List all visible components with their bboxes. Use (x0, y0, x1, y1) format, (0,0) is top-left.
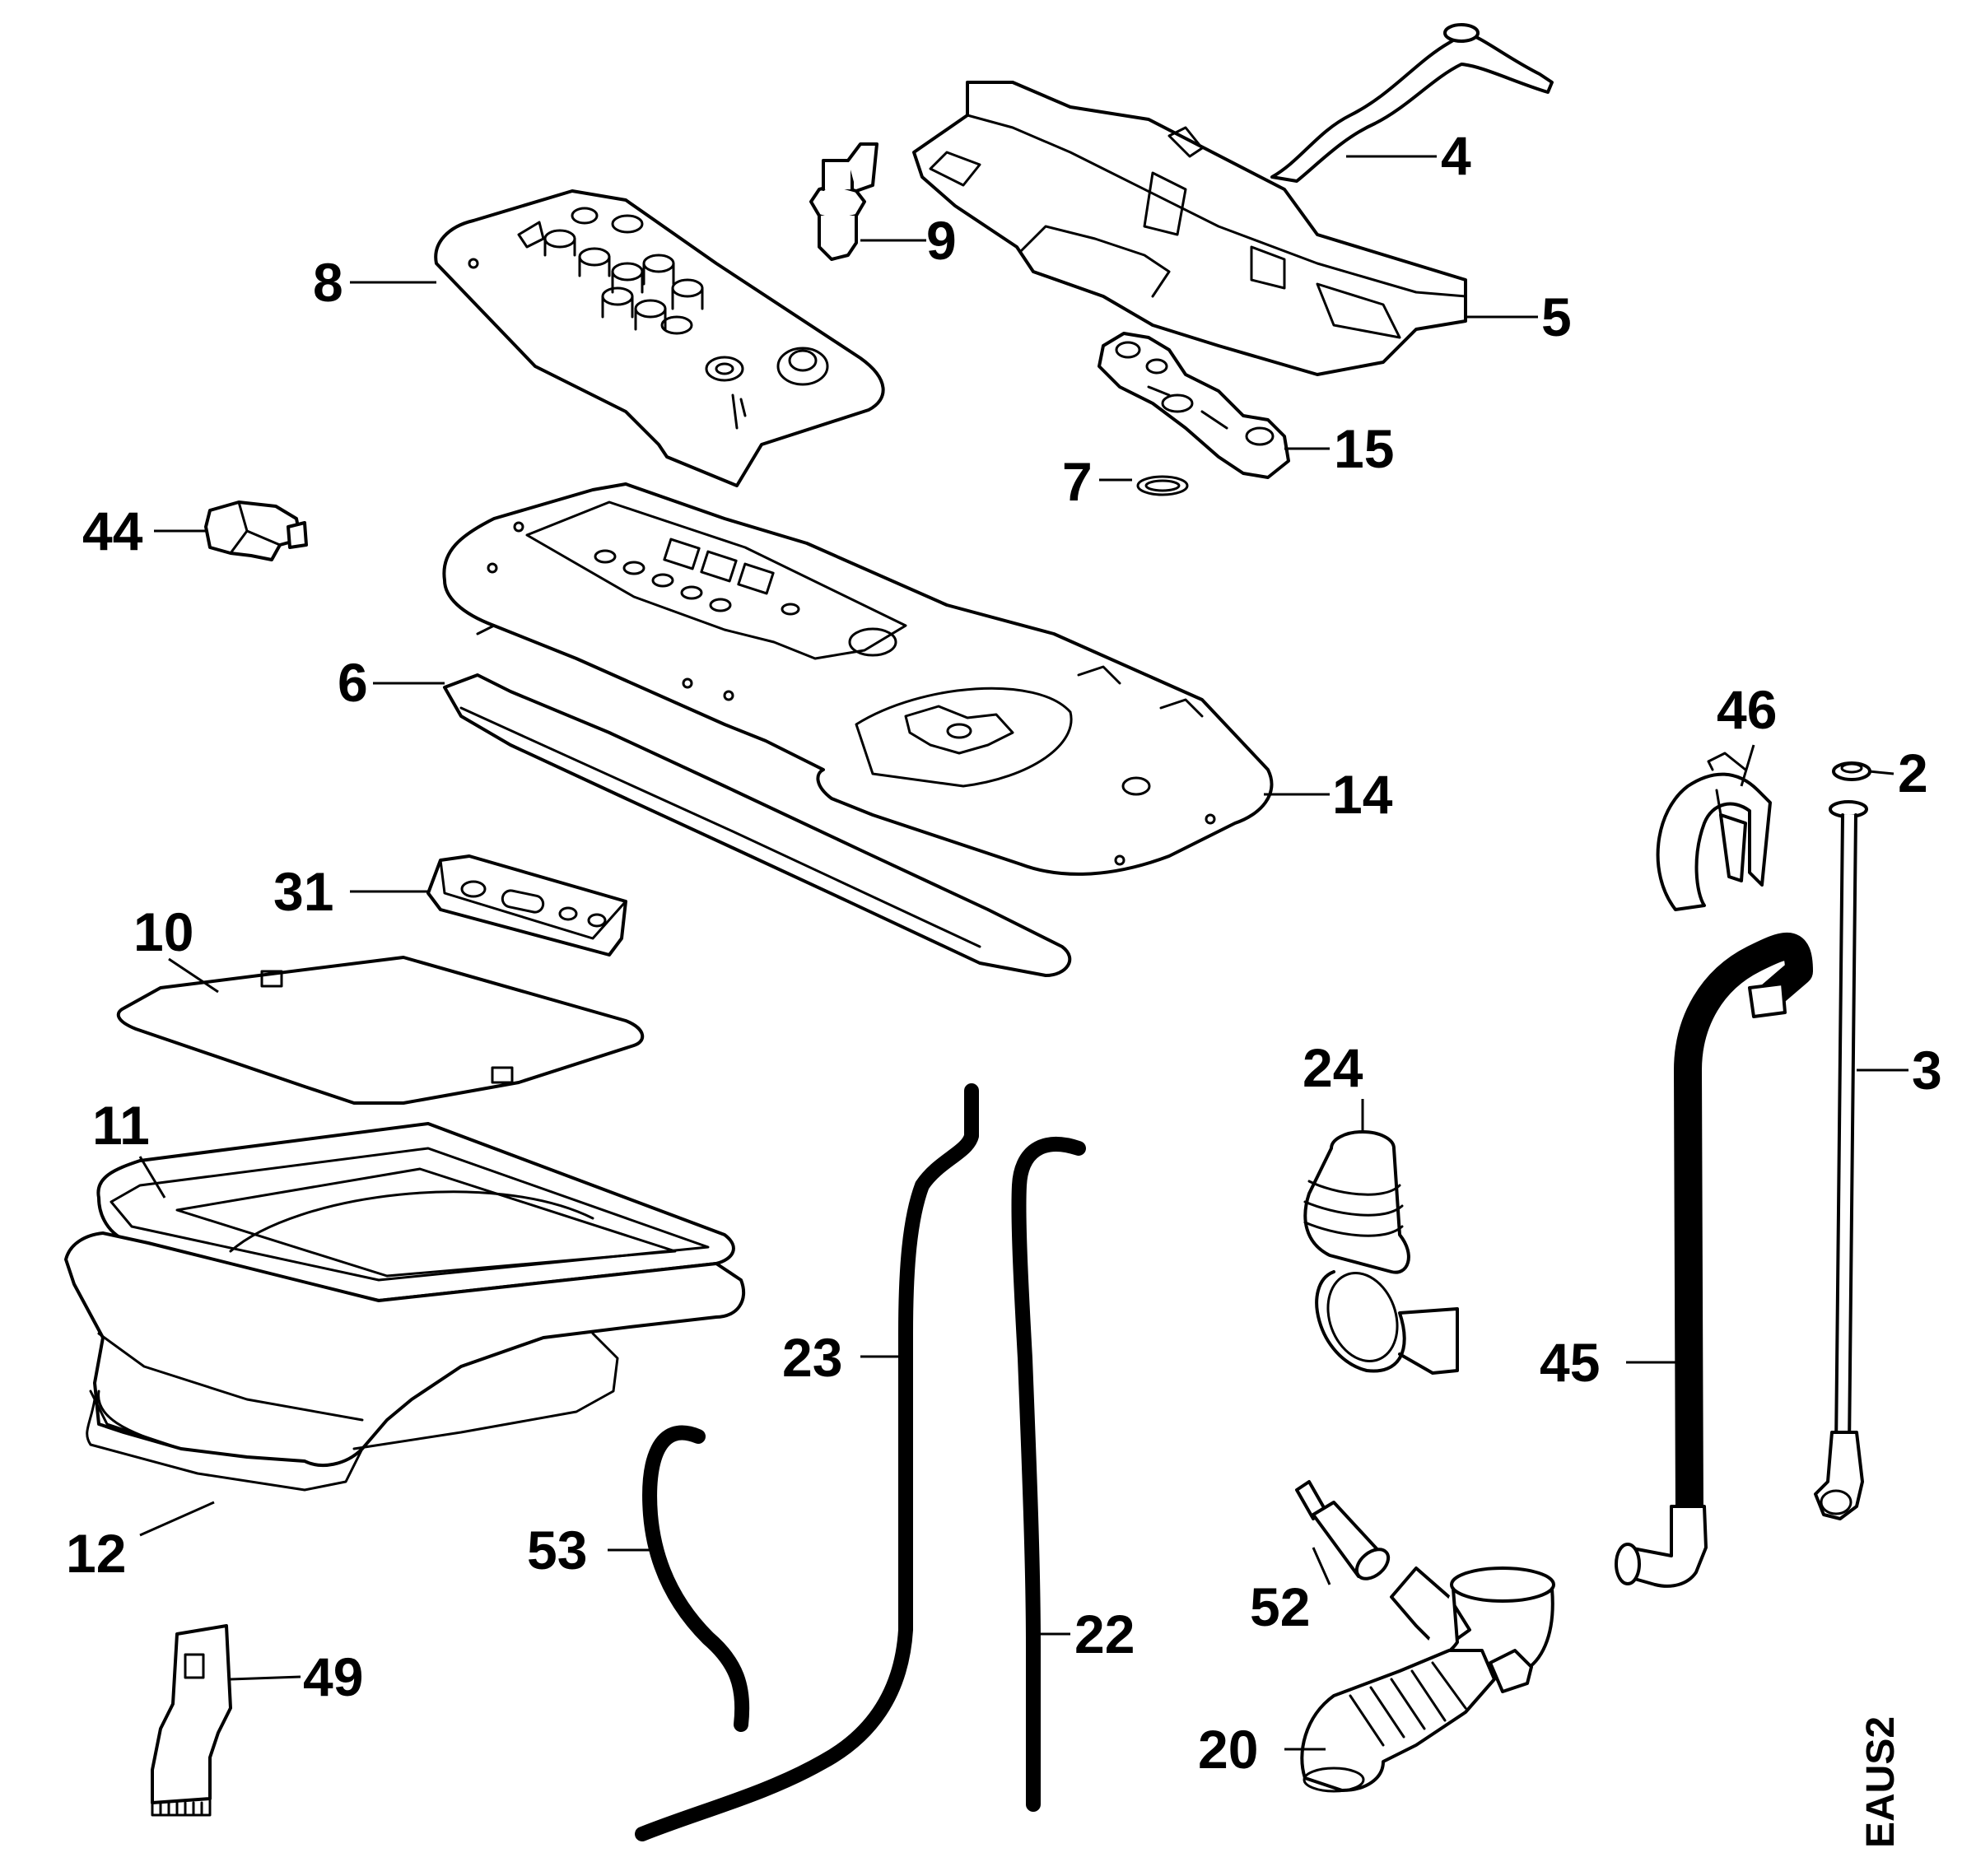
part-52-connector (1295, 1480, 1391, 1580)
callout-5: 5 (1541, 286, 1572, 347)
part-20-sump-hose (1300, 1566, 1555, 1793)
callout-46: 46 (1717, 679, 1777, 740)
callout-15: 15 (1334, 418, 1394, 479)
part-7-o-ring (1136, 475, 1189, 496)
callout-45: 45 (1540, 1332, 1600, 1393)
part-8-control-panel (434, 189, 885, 487)
callout-23: 23 (782, 1327, 842, 1388)
callout-49: 49 (303, 1646, 363, 1707)
callout-2: 2 (1898, 742, 1928, 803)
callout-6: 6 (338, 652, 368, 713)
callout-8: 8 (313, 252, 343, 313)
part-45-drain-hose (1615, 932, 1813, 1588)
callout-11: 11 (92, 1095, 150, 1156)
part-24-elbow (1303, 1130, 1459, 1375)
part-49-brush (151, 1624, 232, 1817)
part-2-cap (1832, 761, 1871, 781)
part-31-switch-block (426, 854, 627, 957)
callout-20: 20 (1198, 1719, 1258, 1780)
callout-44: 44 (82, 500, 143, 561)
part-46-hose-guide (1656, 752, 1772, 911)
part-11-seal-ring (96, 1122, 735, 1302)
callout-10: 10 (133, 901, 193, 962)
part-9-knob (809, 142, 878, 261)
callout-9: 9 (926, 210, 957, 271)
part-44-clip (204, 500, 308, 561)
callout-14: 14 (1332, 764, 1393, 825)
callout-31: 31 (273, 861, 333, 922)
part-6-strip (443, 673, 1072, 977)
callout-12: 12 (66, 1523, 126, 1584)
part-4-lever (1270, 23, 1554, 183)
callout-7: 7 (1062, 451, 1093, 512)
callout-labels: 8 9 4 5 15 7 44 6 14 31 10 11 12 23 53 2… (66, 125, 1942, 1780)
part-12-tub (64, 1231, 746, 1492)
part-5-dispenser-housing (912, 81, 1467, 376)
part-23-hose (635, 1083, 979, 1841)
callout-4: 4 (1441, 125, 1471, 186)
callout-52: 52 (1250, 1576, 1310, 1637)
part-3-rod (1814, 800, 1868, 1520)
part-53-hose (642, 1425, 750, 1732)
part-22-hose (1011, 1137, 1086, 1812)
leader-lines (138, 155, 1908, 1751)
callout-3: 3 (1912, 1040, 1942, 1101)
part-10-lid-panel (116, 956, 645, 1105)
part-15-bracket (1098, 332, 1290, 479)
part-14-top-plate (442, 482, 1274, 876)
callout-24: 24 (1303, 1037, 1363, 1098)
diagram-code: EAUS2 (1859, 1716, 1903, 1848)
callout-22: 22 (1074, 1604, 1135, 1664)
callout-53: 53 (527, 1520, 587, 1580)
